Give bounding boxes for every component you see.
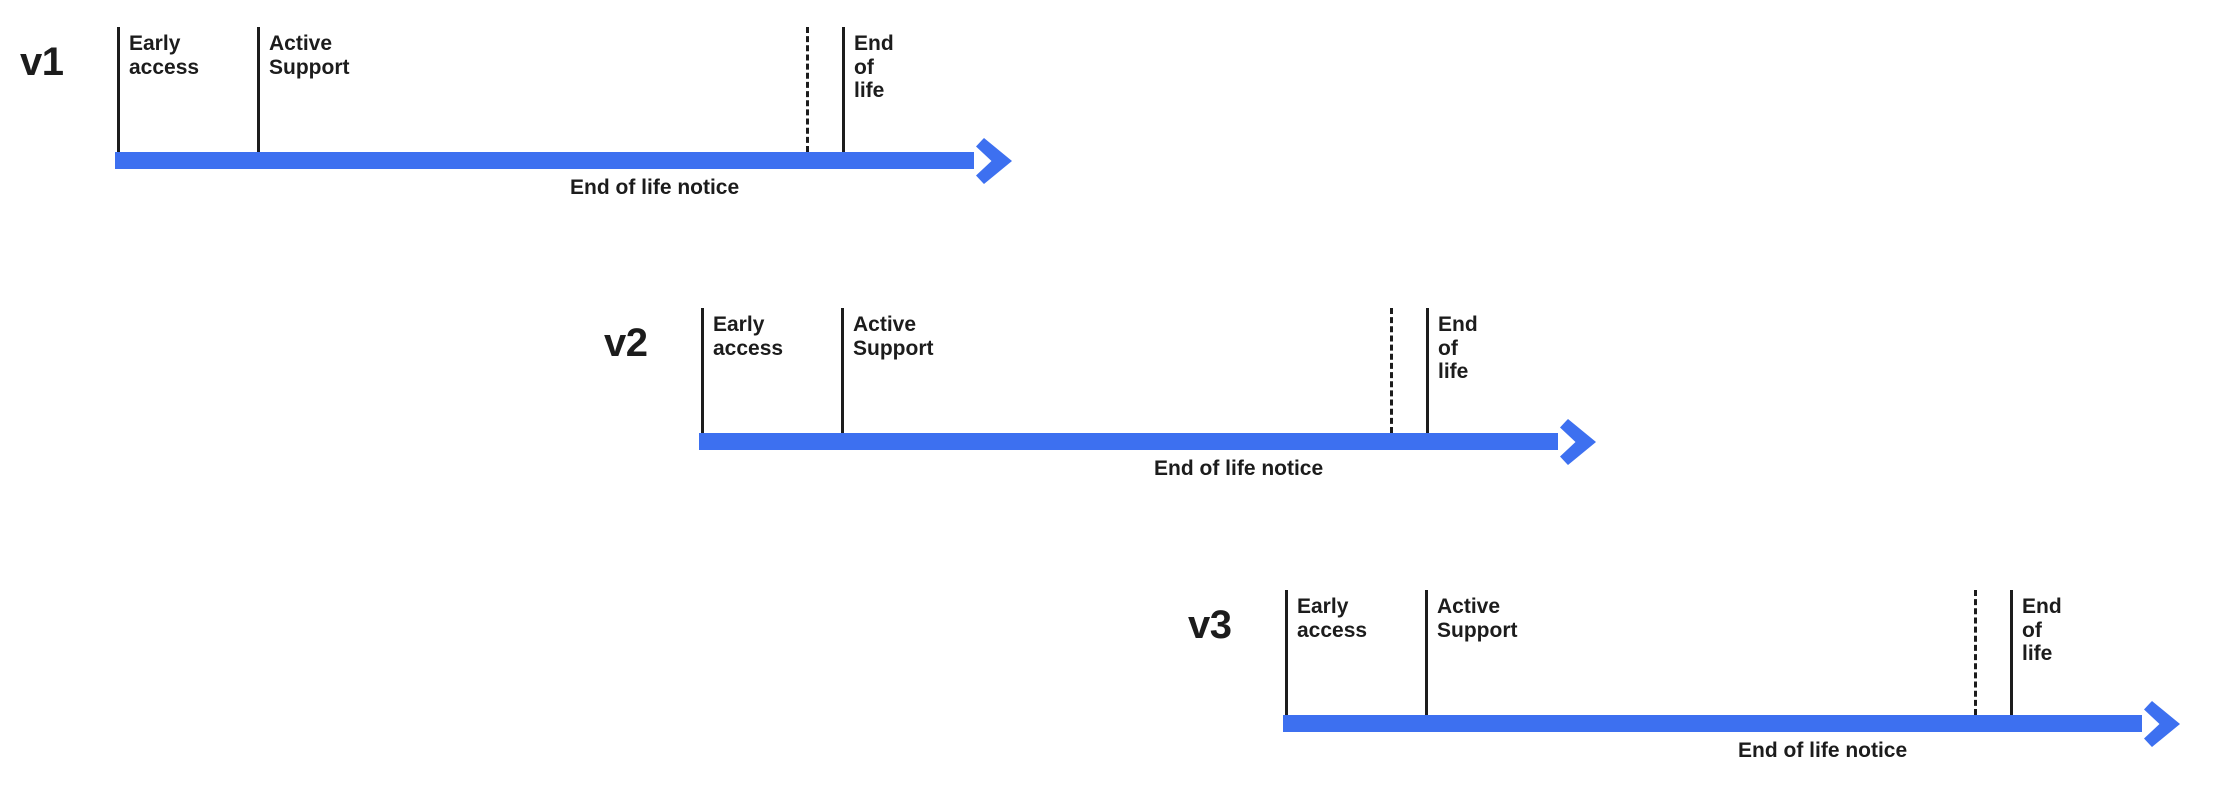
phase-label-end-of-life-v1: End of life [854, 32, 894, 103]
end-of-life-notice-label-v3: End of life notice [1738, 739, 1908, 762]
end-of-life-notice-label-v1: End of life notice [570, 176, 740, 199]
tick-end-of-life-v2 [1426, 308, 1429, 433]
tick-start-v1 [117, 27, 120, 152]
tick-early-access-end-v1 [257, 27, 260, 152]
progress-arrow-v2 [699, 418, 1602, 465]
progress-arrow-head-icon-v1 [962, 130, 1024, 192]
progress-arrow-v3 [1283, 700, 2186, 747]
progress-arrow-shaft-v2 [699, 433, 1558, 450]
version-label-v3: v3 [1188, 603, 1232, 647]
progress-arrow-shaft-v1 [115, 152, 974, 169]
progress-arrow-v1 [115, 137, 1018, 184]
tick-early-access-end-v3 [1425, 590, 1428, 715]
progress-arrow-shaft-v3 [1283, 715, 2142, 732]
phase-label-active-support-v2: Active Support [853, 313, 934, 360]
tick-end-of-life-v3 [2010, 590, 2013, 715]
tick-start-v3 [1285, 590, 1288, 715]
phase-label-early-access-v3: Early access [1297, 595, 1368, 642]
phase-label-early-access-v1: Early access [129, 32, 200, 79]
version-label-v1: v1 [20, 40, 64, 84]
phase-label-active-support-v1: Active Support [269, 32, 350, 79]
tick-end-of-life-notice-v2 [1390, 308, 1393, 433]
phase-label-active-support-v3: Active Support [1437, 595, 1518, 642]
version-label-v2: v2 [604, 321, 648, 365]
phase-label-end-of-life-v3: End of life [2022, 595, 2062, 666]
tick-end-of-life-v1 [842, 27, 845, 152]
phase-label-end-of-life-v2: End of life [1438, 313, 1478, 384]
phase-label-early-access-v2: Early access [713, 313, 784, 360]
progress-arrow-head-icon-v2 [1546, 411, 1608, 473]
tick-end-of-life-notice-v1 [806, 27, 809, 152]
tick-end-of-life-notice-v3 [1974, 590, 1977, 715]
progress-arrow-head-icon-v3 [2130, 693, 2192, 755]
tick-start-v2 [701, 308, 704, 433]
end-of-life-notice-label-v2: End of life notice [1154, 457, 1324, 480]
tick-early-access-end-v2 [841, 308, 844, 433]
